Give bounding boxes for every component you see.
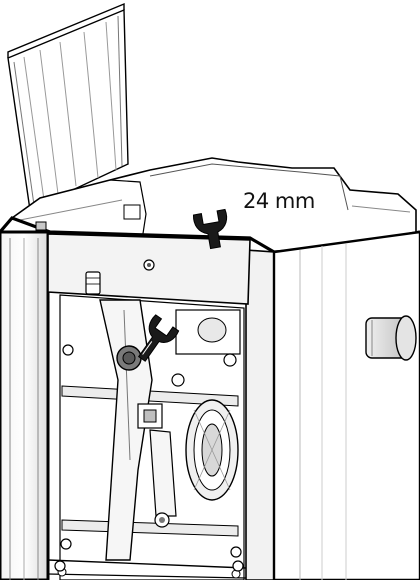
top-housing	[0, 157, 420, 254]
wrench-icon	[137, 314, 180, 362]
frame-bolt	[54, 560, 66, 572]
inner-mechanism	[47, 294, 247, 580]
wrench-icon	[192, 208, 228, 250]
side-knob	[365, 315, 417, 361]
dimension-label: 24 mm	[243, 189, 315, 213]
open-lid	[7, 2, 129, 212]
frame-bolt	[232, 560, 244, 572]
front-plate	[47, 233, 251, 305]
right-pillar	[245, 230, 420, 580]
left-pillar	[0, 230, 50, 580]
